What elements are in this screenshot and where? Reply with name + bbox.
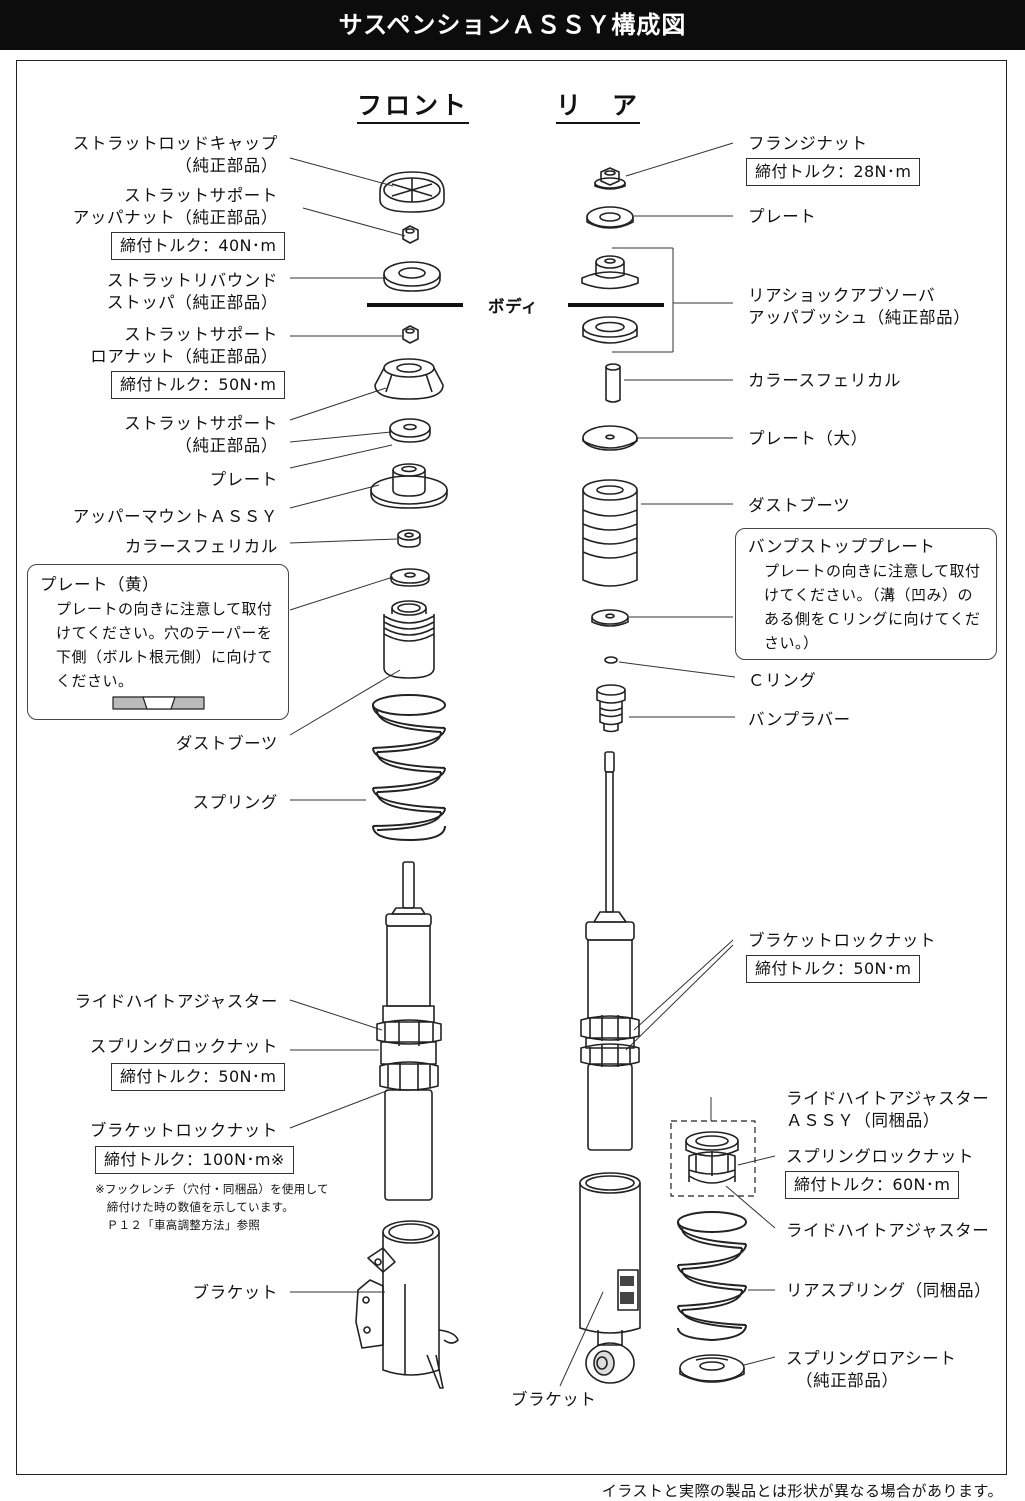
rear-upper-bush-label: リアショックアブソーバアッパブッシュ（純正部品） — [748, 286, 971, 327]
rear-upper-bush-top — [581, 255, 639, 290]
rear-bracket-lock-torque: 締付トルク：50N･m — [746, 955, 921, 983]
rear-c-ring-label: Ｃリング — [748, 671, 817, 690]
front-spring-lock-label: スプリングロックナット — [89, 1037, 278, 1056]
footer-disclaimer: イラストと実際の製品とは形状が異なる場合があります。 — [601, 1482, 1003, 1500]
rear-spring-lower-seat-label: スプリングロアシート（純正部品） — [786, 1349, 957, 1390]
front-plate-yellow-title: プレート（黄） — [40, 575, 159, 594]
rear-bump-plate-note: バンプストッププレート プレートの向きに注意して取付 けてください。（溝（凹み）… — [735, 528, 997, 660]
rear-collar — [605, 363, 621, 403]
rear-shock-absorber — [580, 751, 640, 1151]
front-bracket-lock-torque: 締付トルク：100N･m※ — [95, 1146, 294, 1174]
front-upper-mount-assy — [370, 463, 448, 509]
rear-bump-plate-title: バンプストッププレート — [748, 537, 936, 556]
front-rebound-stopper-label: ストラットリバウンドストッパ（純正部品） — [107, 271, 278, 312]
rear-dust-boot — [582, 479, 638, 587]
rear-bump-rubber-label: バンプラバー — [748, 710, 851, 729]
diagram-frame — [16, 60, 1007, 1475]
rear-bracket-label: ブラケット — [511, 1390, 597, 1409]
body-label: ボディ — [488, 297, 539, 316]
front-spring-lock-torque: 締付トルク：50N･m — [111, 1063, 286, 1091]
front-strut-rod-cap — [379, 171, 445, 213]
rear-spring-label: リアスプリング（同梱品） — [786, 1281, 992, 1300]
front-bracket-lock-label: ブラケットロックナット — [89, 1121, 278, 1140]
rear-plate — [586, 206, 634, 229]
front-hook-wrench-note: ※フックレンチ（穴付・同梱品）を使用して 締付けた時の数値を示しています。 Ｐ１… — [95, 1182, 329, 1232]
rear-upper-bush-bottom — [582, 316, 638, 344]
front-strut-support-label: ストラットサポート（純正部品） — [124, 414, 278, 455]
rear-ride-height-label: ライドハイトアジャスター — [786, 1221, 990, 1240]
rear-spring-lock-torque: 締付トルク：60N･m — [785, 1171, 960, 1199]
front-bracket — [355, 1220, 459, 1389]
front-heading: フロント — [357, 90, 470, 124]
front-plate-yellow-body: プレートの向きに注意して取付 けてください。穴のテーパーを 下側（ボルト根元側）… — [56, 600, 274, 690]
front-rebound-stopper — [383, 261, 441, 292]
front-shock-absorber — [376, 861, 442, 1201]
front-strut-rod-cap-label: ストラットロッドキャップ（純正部品） — [72, 134, 278, 175]
front-plate-label: プレート — [209, 470, 278, 489]
rear-bump-rubber — [596, 684, 626, 733]
front-upper-nut-label: ストラットサポートアッパナット（純正部品） — [72, 186, 278, 227]
front-dust-boot-label: ダストブーツ — [175, 734, 278, 753]
front-bracket-label: ブラケット — [192, 1283, 278, 1302]
rear-flange-nut-torque: 締付トルク：28N･m — [746, 158, 921, 186]
rear-ride-height-adjuster — [685, 1131, 739, 1184]
rear-heading: リ ア — [556, 90, 641, 124]
rear-bracket — [579, 1172, 641, 1384]
front-plate-taper-section — [112, 696, 205, 710]
rear-spring — [677, 1211, 747, 1341]
rear-bump-plate-body: プレートの向きに注意して取付 けてください。（溝（凹み）の ある側をＣリングに向… — [764, 562, 981, 652]
front-collar-label: カラースフェリカル — [124, 537, 278, 556]
front-dust-boot — [383, 600, 435, 679]
front-ride-height-label: ライドハイトアジャスター — [74, 992, 278, 1011]
rear-spring-lower-seat — [679, 1354, 745, 1383]
front-plate-yellow-note: プレート（黄） プレートの向きに注意して取付 けてください。穴のテーパーを 下側… — [27, 564, 289, 720]
rear-flange-nut — [594, 167, 626, 190]
front-plate — [389, 418, 431, 443]
rear-flange-nut-label: フランジナット — [748, 134, 868, 153]
rear-plate-large — [582, 425, 638, 451]
front-plate-yellow — [390, 568, 430, 587]
front-strut-support — [374, 358, 444, 400]
front-collar — [397, 529, 421, 548]
rear-spring-lock-label: スプリングロックナット — [786, 1147, 975, 1166]
front-upper-nut-torque: 締付トルク：40N･m — [111, 232, 286, 260]
front-spring — [372, 694, 446, 841]
front-upper-nut — [402, 225, 419, 244]
rear-c-ring — [604, 656, 618, 664]
rear-plate-large-label: プレート（大） — [748, 429, 868, 448]
front-lower-nut-torque: 締付トルク：50N･m — [111, 371, 286, 399]
rear-bracket-lock-label: ブラケットロックナット — [748, 931, 937, 950]
rear-collar-label: カラースフェリカル — [748, 371, 902, 390]
rear-plate-label: プレート — [748, 207, 817, 226]
front-lower-nut — [402, 325, 419, 344]
rear-bump-stop-plate — [591, 609, 629, 627]
front-spring-label: スプリング — [192, 793, 278, 812]
front-upper-mount-label: アッパーマウントＡＳＳＹ — [72, 507, 278, 526]
leader-lines — [289, 142, 776, 1387]
rear-ride-height-assy-box — [670, 1120, 756, 1197]
front-lower-nut-label: ストラットサポートロアナット（純正部品） — [90, 325, 278, 366]
page-title: サスペンションＡＳＳＹ構成図 — [0, 0, 1025, 50]
rear-dust-boot-label: ダストブーツ — [748, 496, 851, 515]
